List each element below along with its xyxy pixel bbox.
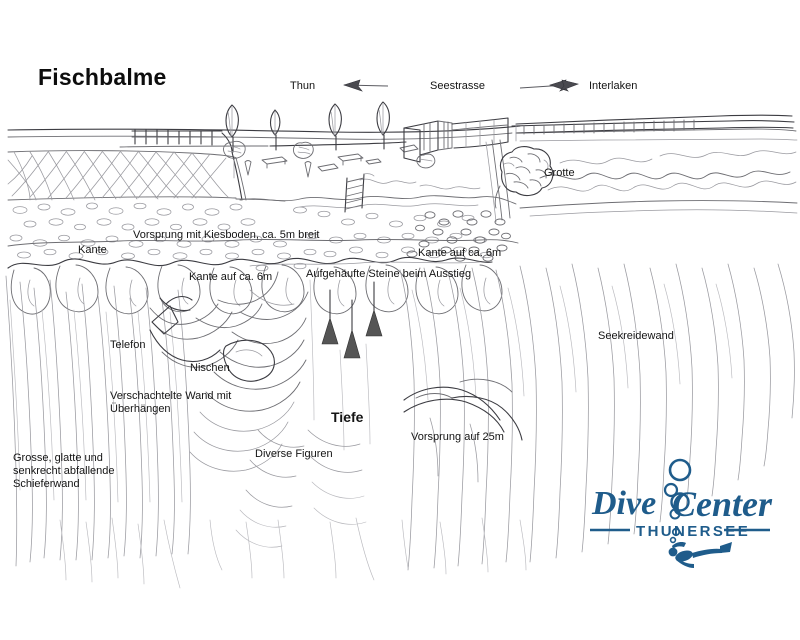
depth-arrows: [309, 279, 383, 451]
slate-wall-left: [5, 275, 191, 567]
annotation-verschachtelte-wand-line2: Überhängen: [110, 403, 171, 415]
annotation-verschachtelte-wand-line1: Verschachtelte Wand mit: [110, 390, 232, 402]
logo-word-center: Center: [672, 484, 773, 524]
logo-subtitle: THUNERSEE: [636, 523, 750, 540]
underwater-rock-faces: [10, 264, 503, 315]
tree: [376, 101, 390, 150]
bench: [399, 144, 419, 153]
annotation-kante-rechts: Kante auf ca. 6m: [418, 247, 502, 259]
bench: [337, 153, 364, 166]
direction-label-interlaken: Interlaken: [589, 80, 638, 92]
annotation-telefon: Telefon: [110, 339, 146, 351]
tree: [225, 104, 239, 153]
ladder: [344, 173, 375, 213]
hatched-embankment: [7, 150, 286, 202]
annotation-tiefe: Tiefe: [331, 409, 364, 425]
wire-fence-left: [131, 129, 233, 153]
annotation-aufgehaeufte-steine: Aufgehäufte Steine beim Ausstieg: [306, 268, 472, 280]
tree: [328, 103, 342, 151]
annotation-grotte: Grotte: [544, 167, 575, 179]
annotation-kante-mitte: Kante auf ca. 6m: [189, 271, 273, 283]
annotation-schieferwand-line2: senkrecht abfallende: [13, 465, 115, 477]
scuba-diver-icon: [668, 542, 732, 568]
annotation-vorsprung-kiesboden: Vorsprung mit Kiesboden, ca. 5m breit: [133, 229, 320, 241]
edge-boundary-kante: [7, 238, 519, 269]
annotation-schieferwand-line1: Grosse, glatte und: [13, 452, 103, 464]
guard-rail: [515, 114, 794, 142]
bench: [365, 158, 382, 165]
air-bubbles-icon: [663, 458, 692, 544]
seekreidewand: [399, 263, 795, 571]
annotation-nischen: Nischen: [190, 362, 230, 374]
annotation-diverse-figuren: Diverse Figuren: [255, 448, 333, 460]
dive-center-thunersee-logo: Dive Center THUNERSEE: [590, 458, 773, 568]
annotation-seekreidewand: Seekreidewand: [598, 330, 674, 342]
direction-label-thun: Thun: [290, 80, 316, 92]
direction-label-seestrasse: Seestrasse: [430, 80, 486, 92]
bottom-fade-strokes: [59, 517, 527, 589]
grotte-rock-cluster: [494, 146, 554, 209]
annotation-schieferwand-line3: Schieferwand: [13, 478, 80, 490]
bush: [223, 140, 246, 179]
page-title: Fischbalme: [38, 64, 167, 90]
right-arrow-icon: [519, 79, 579, 92]
annotation-kante: Kante: [78, 244, 107, 256]
rock-structures-center: [235, 289, 367, 548]
gravel-field: [9, 202, 493, 272]
bush: [293, 141, 314, 159]
bench: [261, 156, 288, 169]
bench: [317, 163, 339, 172]
roadside-vegetation: [223, 101, 419, 179]
annotation-vorsprung-25m: Vorsprung auf 25m: [411, 431, 504, 443]
water-waves: [519, 150, 798, 217]
water-surface-line: [239, 178, 517, 209]
nested-overhanging-wall: [149, 271, 309, 472]
ledge-25m: [403, 378, 523, 483]
kiosk-building: [403, 117, 511, 223]
shoreline-lines: [7, 120, 798, 148]
tree: [269, 109, 281, 151]
left-arrow-icon: [343, 79, 389, 92]
logo-word-dive: Dive: [591, 485, 656, 522]
